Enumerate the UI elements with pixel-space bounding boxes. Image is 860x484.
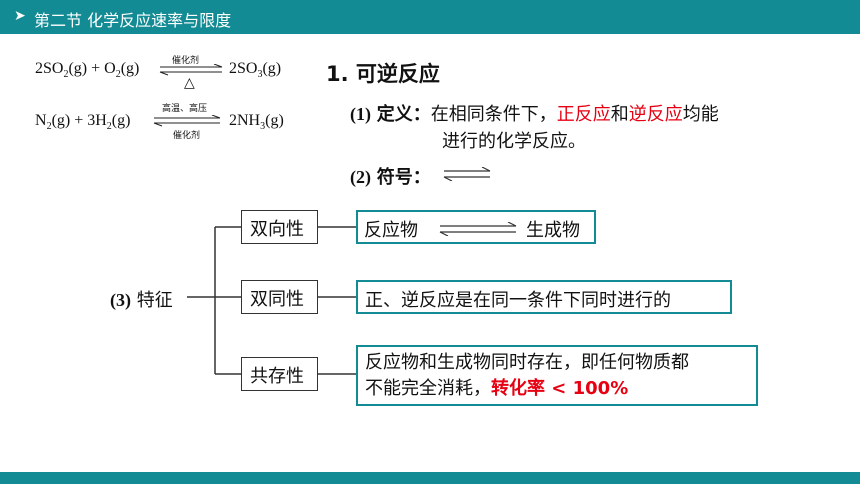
features-label: (3) 特征 — [110, 290, 173, 311]
conversion-rate-note: 转化率 < 100% — [491, 378, 629, 399]
header-bar: ➤ 第二节 化学反应速率与限度 — [0, 0, 860, 34]
equation-2-right: 2NH3(g) — [229, 112, 284, 133]
equilibrium-arrow-icon — [153, 115, 221, 127]
footer-bar — [0, 472, 860, 484]
equation-2-condition-bottom: 催化剂 — [173, 131, 201, 141]
feature-coexistence-desc: 反应物和生成物同时存在，即任何物质都 不能完全消耗，转化率 < 100% — [356, 345, 758, 406]
reverse-reaction-term: 逆反应 — [628, 104, 683, 125]
feature-bidirectional-desc: 反应物 生成物 — [356, 210, 596, 244]
equilibrium-arrow-icon — [439, 222, 517, 236]
symbol-line: (2) 符号： — [350, 167, 431, 188]
equation-1-catalyst: 催化剂 — [172, 56, 200, 66]
chevron-right-icon: ➤ — [14, 8, 26, 24]
equation-2-condition-top: 高温、高压 — [162, 104, 208, 114]
equilibrium-arrow-icon — [159, 64, 223, 76]
section-heading: 1. 可逆反应 — [326, 62, 440, 86]
equation-1-right: 2SO3(g) — [229, 60, 282, 81]
feature-simultaneous: 双同性 — [241, 280, 318, 314]
definition-line-2: 进行的化学反应。 — [442, 131, 586, 152]
feature-simultaneous-desc: 正、逆反应是在同一条件下同时进行的 — [356, 280, 732, 314]
equation-2-left: N2(g) + 3H2(g) — [35, 112, 131, 133]
reversible-symbol-icon — [443, 167, 491, 181]
forward-reaction-term: 正反应 — [556, 104, 611, 125]
feature-bidirectional: 双向性 — [241, 210, 318, 244]
page-title: 第二节 化学反应速率与限度 — [34, 11, 232, 30]
equation-1-left: 2SO2(g) + O2(g) — [35, 60, 140, 81]
feature-coexistence: 共存性 — [241, 357, 318, 391]
heat-symbol: △ — [184, 75, 195, 91]
definition-line-1: (1) 定义：在相同条件下，正反应和逆反应均能 — [350, 104, 719, 125]
